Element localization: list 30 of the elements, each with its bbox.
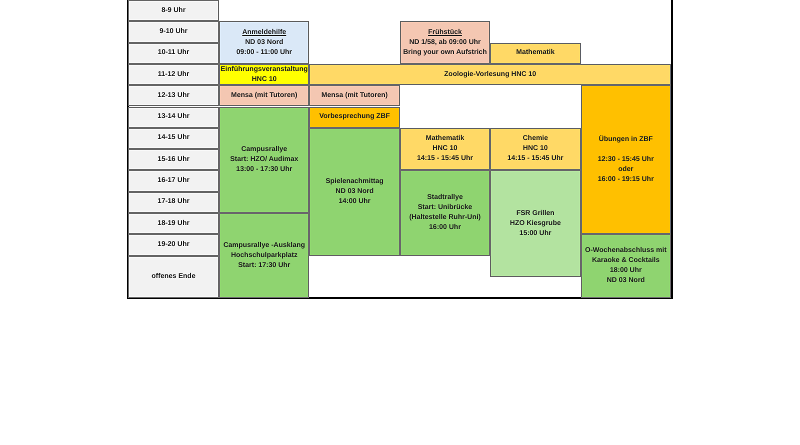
time-cell <box>128 149 219 170</box>
time-cell <box>128 106 219 128</box>
event-cell <box>309 64 671 86</box>
time-cell <box>128 170 219 192</box>
time-cell <box>128 192 219 213</box>
event-cell <box>400 128 490 170</box>
event-cell <box>490 170 581 277</box>
event-cell <box>309 85 400 106</box>
event-cell <box>490 128 581 170</box>
event-cell <box>580 85 671 234</box>
event-cell <box>219 64 310 86</box>
event-cell <box>309 128 400 256</box>
time-cell <box>128 213 219 234</box>
time-cell <box>128 42 219 64</box>
event-cell <box>580 234 671 298</box>
event-cell <box>309 106 400 128</box>
event-cell <box>219 21 310 64</box>
time-cell <box>128 234 219 256</box>
event-cell <box>400 170 490 256</box>
time-cell <box>128 128 219 150</box>
event-cell <box>219 213 310 298</box>
event-cell <box>219 85 310 106</box>
time-cell <box>128 256 219 298</box>
event-cell <box>490 42 581 64</box>
time-cell <box>128 21 219 43</box>
event-cell <box>400 21 490 64</box>
time-cell <box>128 0 219 22</box>
time-cell <box>128 64 219 86</box>
event-cell <box>219 106 310 213</box>
time-cell <box>128 85 219 106</box>
